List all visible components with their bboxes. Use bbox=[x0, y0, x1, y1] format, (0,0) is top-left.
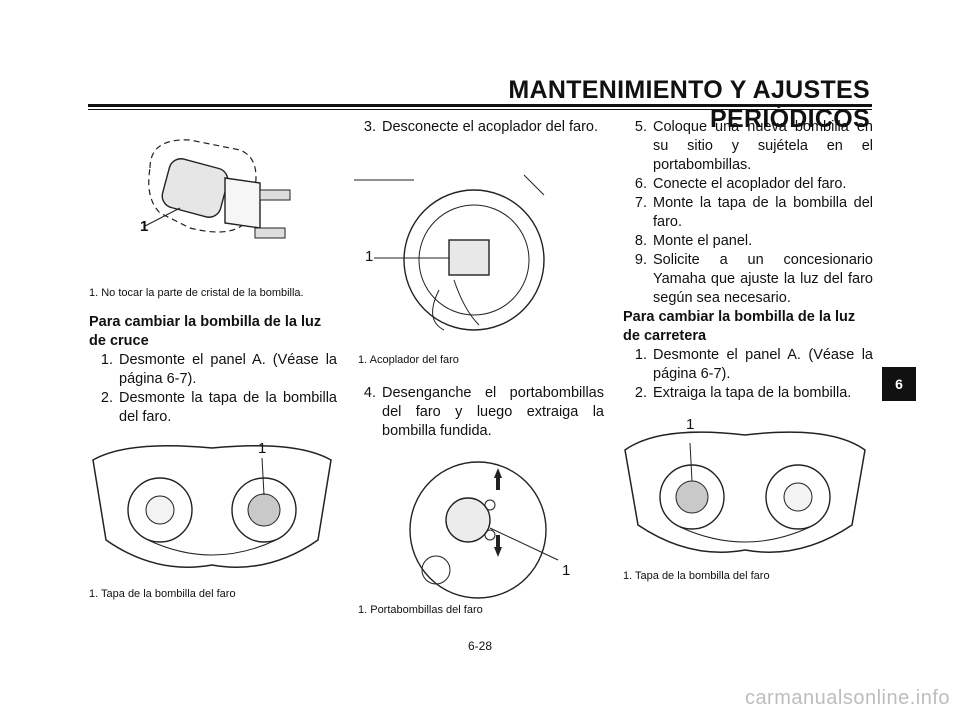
step: 8.Monte el panel. bbox=[634, 233, 753, 249]
coupler-illustration bbox=[354, 174, 545, 331]
caption-cover-left: 1. Tapa de la bombilla del faro bbox=[89, 588, 236, 600]
step: 2.Extraiga la tapa de la bombilla. bbox=[634, 385, 852, 401]
page-number: 6-28 bbox=[467, 639, 493, 653]
callout-number: 1 bbox=[686, 416, 695, 433]
headlight-assembly-illustration bbox=[92, 445, 332, 568]
step: 6.Conecte el acoplador del faro. bbox=[634, 176, 847, 192]
step: 1.Desmonte el panel A. (Véase la página … bbox=[634, 347, 873, 382]
step: 3.Desconecte el acoplador del faro. bbox=[363, 119, 599, 135]
caption-bulb: 1. No tocar la parte de cristal de la bo… bbox=[89, 287, 304, 299]
step: 7.Monte la tapa de la bombilla del faro. bbox=[634, 195, 873, 230]
subhead-low-beam: Para cambiar la bombilla de la luz de cr… bbox=[89, 314, 322, 349]
callout-number: 1 bbox=[258, 440, 267, 457]
column-left: Para cambiar la bombilla de la luz de cr… bbox=[89, 313, 337, 427]
step: 4.Desenganche el portabombillas del faro… bbox=[363, 385, 604, 439]
subhead-high-beam: Para cambiar la bombilla de la luz de ca… bbox=[623, 309, 856, 344]
step: 5.Coloque una nueva bombilla en su sitio… bbox=[634, 119, 873, 173]
caption-coupler: 1. Acoplador del faro bbox=[358, 354, 459, 366]
chapter-tab: 6 bbox=[882, 367, 916, 401]
step: 1.Desmonte el panel A. (Véase la página … bbox=[100, 352, 337, 387]
header-rule bbox=[88, 104, 872, 107]
callout-number: 1 bbox=[365, 248, 374, 265]
column-middle: 3.Desconecte el acoplador del faro. bbox=[352, 118, 604, 137]
watermark: carmanualsonline.info bbox=[744, 687, 950, 709]
caption-holder: 1. Portabombillas del faro bbox=[358, 604, 483, 616]
step: 2.Desmonte la tapa de la bombilla del fa… bbox=[100, 390, 337, 425]
bulb-holder-illustration bbox=[409, 461, 559, 599]
callout-number: 1 bbox=[140, 218, 149, 235]
bulb-illustration bbox=[144, 139, 291, 239]
callout-number: 1 bbox=[562, 562, 571, 579]
headlight-assembly-illustration bbox=[624, 431, 866, 553]
header-rule-thin bbox=[88, 109, 872, 110]
step: 9.Solicite a un concesionario Yamaha que… bbox=[634, 252, 873, 306]
column-right: 5.Coloque una nueva bombilla en su sitio… bbox=[623, 118, 873, 403]
column-middle-lower: 4.Desenganche el portabombillas del faro… bbox=[352, 384, 604, 441]
caption-cover-right: 1. Tapa de la bombilla del faro bbox=[623, 570, 770, 582]
